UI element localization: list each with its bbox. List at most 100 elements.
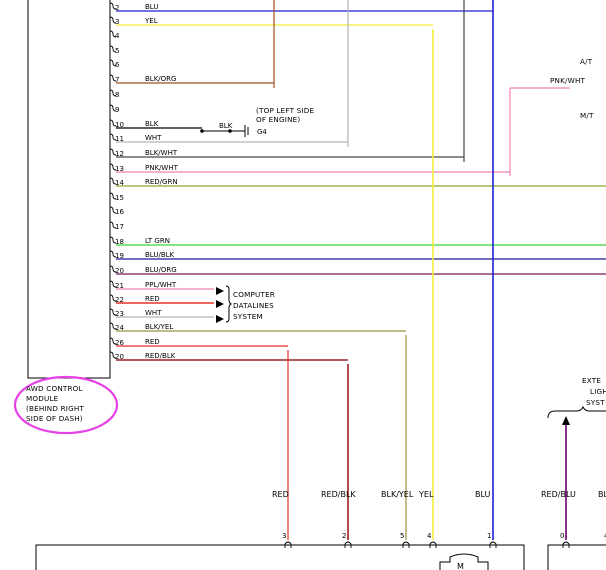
computer-datalines: COMPUTER DATALINES SYSTEM bbox=[216, 285, 275, 323]
pin-row: 6 bbox=[109, 59, 120, 69]
bottom-wire-label: BLK/YEL bbox=[381, 490, 414, 499]
ground-g4: BLK G4 (TOP LEFT SIDE OF ENGINE) bbox=[200, 106, 314, 137]
bottom-terminal bbox=[562, 541, 570, 548]
bottom-wire-label: RED bbox=[272, 490, 289, 499]
bottom-terminal bbox=[402, 541, 410, 548]
bottom-wire-label: RED/BLU bbox=[541, 490, 576, 499]
pin-number: 21 bbox=[115, 282, 124, 290]
arrow-icon bbox=[562, 416, 570, 425]
connector-terminal bbox=[109, 45, 117, 53]
arrow-icon bbox=[216, 300, 224, 308]
pin-number: 23 bbox=[115, 310, 124, 318]
connector-terminal bbox=[109, 74, 117, 82]
pin-row: 8 bbox=[109, 89, 119, 99]
wire-label: BLK bbox=[145, 120, 159, 128]
pin-row: 10 BLK bbox=[109, 119, 202, 129]
wire-label: BLU/ORG bbox=[145, 266, 177, 274]
pin-row: 12 BLK/WHT bbox=[109, 148, 464, 158]
wire-routes bbox=[273, 0, 570, 540]
pin-row: 26 RED bbox=[109, 337, 288, 347]
pin-number: 22 bbox=[115, 296, 124, 304]
wire-label: PPL/WHT bbox=[145, 281, 177, 289]
ground-location-1: (TOP LEFT SIDE bbox=[256, 106, 315, 115]
pin-row: 21 PPL/WHT bbox=[109, 280, 214, 290]
svg-text:M: M bbox=[457, 562, 464, 570]
bottom-pin-number: 4 bbox=[427, 532, 432, 540]
pin-row: 17 bbox=[109, 221, 124, 231]
connector-terminal bbox=[109, 322, 117, 330]
connector-terminal bbox=[109, 337, 117, 345]
ext-label-3: SYST bbox=[586, 398, 605, 407]
bottom-wire-label: RED/BLK bbox=[321, 490, 356, 499]
wire-label: PNK/WHT bbox=[145, 164, 179, 172]
connector-terminal bbox=[109, 30, 117, 38]
bottom-terminal bbox=[344, 541, 352, 548]
ground-id: G4 bbox=[257, 128, 267, 136]
connector-terminal bbox=[109, 177, 117, 185]
module-label: AWD CONTROL MODULE (BEHIND RIGHT SIDE OF… bbox=[13, 375, 119, 435]
bottom-pin-number: 2 bbox=[342, 532, 346, 540]
bottom-pin-number: 0 bbox=[560, 532, 564, 540]
wire-label: LT GRN bbox=[145, 237, 170, 245]
module-label-2: MODULE bbox=[26, 394, 59, 403]
pin-number: 11 bbox=[115, 135, 124, 143]
wire-label: YEL bbox=[144, 17, 158, 25]
wire-label: WHT bbox=[145, 309, 162, 317]
connector-terminal bbox=[109, 89, 117, 97]
pin-number: 5 bbox=[115, 47, 119, 55]
pin-row: 18 LT GRN bbox=[109, 236, 606, 246]
pin-number: 10 bbox=[115, 121, 124, 129]
arrow-icon bbox=[216, 315, 224, 323]
connector-terminal bbox=[109, 265, 117, 273]
bottom-terminal bbox=[284, 541, 292, 548]
ext-label-1: EXTE bbox=[582, 376, 601, 385]
wire-label: BLK/WHT bbox=[145, 149, 178, 157]
wire-label: RED/GRN bbox=[145, 178, 178, 186]
pin-number: 4 bbox=[115, 32, 120, 40]
pin-number: 18 bbox=[115, 238, 124, 246]
pin-number: 20 bbox=[115, 353, 124, 361]
connector-terminal bbox=[109, 2, 117, 10]
ground-wire-label: BLK bbox=[219, 122, 233, 130]
bottom-pin-number: 1 bbox=[487, 532, 491, 540]
datalines-2: DATALINES bbox=[233, 301, 274, 310]
bottom-wire-label: BLU bbox=[475, 490, 491, 499]
bottom-pin-number: 5 bbox=[400, 532, 404, 540]
bracket bbox=[225, 285, 233, 323]
connector-terminal bbox=[109, 351, 117, 359]
module-label-1: AWD CONTROL bbox=[26, 384, 83, 393]
pin-row: 16 bbox=[109, 206, 124, 216]
pin-number: 16 bbox=[115, 208, 124, 216]
pin-number: 12 bbox=[115, 150, 124, 158]
pin-number: 15 bbox=[115, 194, 124, 202]
awd-module-box bbox=[27, 0, 111, 379]
pin-number: 19 bbox=[115, 252, 124, 260]
connector-terminal bbox=[109, 280, 117, 288]
pin-number: 9 bbox=[115, 106, 119, 114]
pin-row: 5 bbox=[109, 45, 119, 55]
pin-number: 8 bbox=[115, 91, 119, 99]
pin-number: 2 bbox=[115, 4, 119, 12]
connector-terminal bbox=[109, 104, 117, 112]
pin-number: 26 bbox=[115, 339, 124, 347]
bottom-pin-number: 3 bbox=[282, 532, 286, 540]
datalines-3: SYSTEM bbox=[233, 312, 263, 321]
wire-label: RED bbox=[145, 338, 160, 346]
mt-label: M/T bbox=[580, 111, 594, 120]
connector-terminal bbox=[109, 148, 117, 156]
pin-number: 20 bbox=[115, 267, 124, 275]
datalines-1: COMPUTER bbox=[233, 290, 275, 299]
connector-terminal bbox=[109, 119, 117, 127]
pin-number: 13 bbox=[115, 165, 124, 173]
